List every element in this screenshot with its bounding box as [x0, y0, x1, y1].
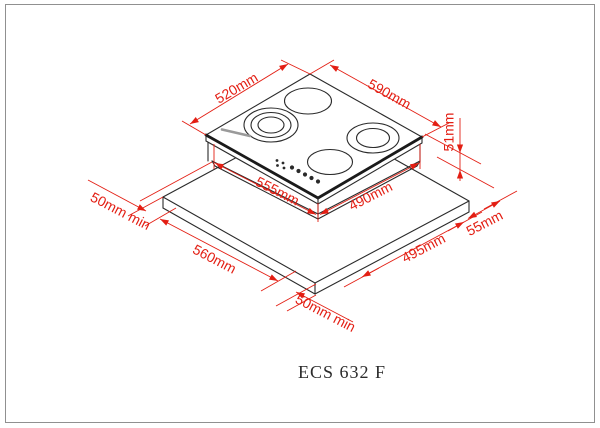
page-border: [5, 4, 595, 423]
dim-line-glass-width: [189, 63, 289, 125]
control-dot: [275, 159, 279, 162]
dim-line-glass-depth: [329, 64, 442, 128]
control-dot: [315, 179, 321, 184]
dim-line-body-depth: [319, 162, 420, 215]
control-dot: [281, 161, 285, 165]
ext-line: [309, 59, 335, 75]
ext-line: [144, 207, 177, 227]
ext-line: [280, 59, 311, 75]
label-clearance-left: 50mm min: [88, 189, 153, 233]
dim-line-body-width: [214, 162, 317, 215]
control-dot: [282, 166, 286, 170]
dim-line-cutout-depth: [361, 221, 465, 278]
label-glass-depth: 590mm: [365, 76, 414, 113]
arrowhead: [456, 144, 464, 153]
ext-line: [424, 133, 482, 165]
worktop-edge-left-rear: [162, 154, 242, 198]
control-dot: [276, 164, 279, 167]
ext-line: [260, 270, 297, 292]
label-cutout-depth: 495mm: [399, 230, 448, 266]
dim-line-clearance-left: [87, 179, 147, 212]
burner-right-inner-ring: [355, 127, 391, 149]
dim-line-cutout-width: [159, 218, 279, 282]
model-label: ECS 632 F: [298, 362, 386, 382]
control-dot: [296, 168, 301, 174]
ext-line: [436, 156, 495, 189]
ext-line: [181, 120, 207, 136]
control-dot: [289, 165, 295, 170]
ext-line: [286, 294, 317, 312]
dim-line-edge-offset: [467, 200, 501, 219]
ext-line: [483, 190, 518, 210]
label-glass-width: 520mm: [212, 69, 260, 106]
brand-logo-mark: [220, 128, 252, 138]
dimension-lines: [87, 59, 518, 323]
control-dot: [309, 175, 314, 181]
label-installed-height: 51mm: [441, 113, 457, 152]
label-edge-offset: 55mm: [463, 207, 505, 239]
control-dot: [302, 172, 308, 177]
label-clearance-front: 50mm min: [293, 291, 358, 335]
arrowhead: [456, 170, 464, 179]
ext-line: [139, 161, 213, 202]
dim-line-clearance-front: [295, 291, 354, 323]
